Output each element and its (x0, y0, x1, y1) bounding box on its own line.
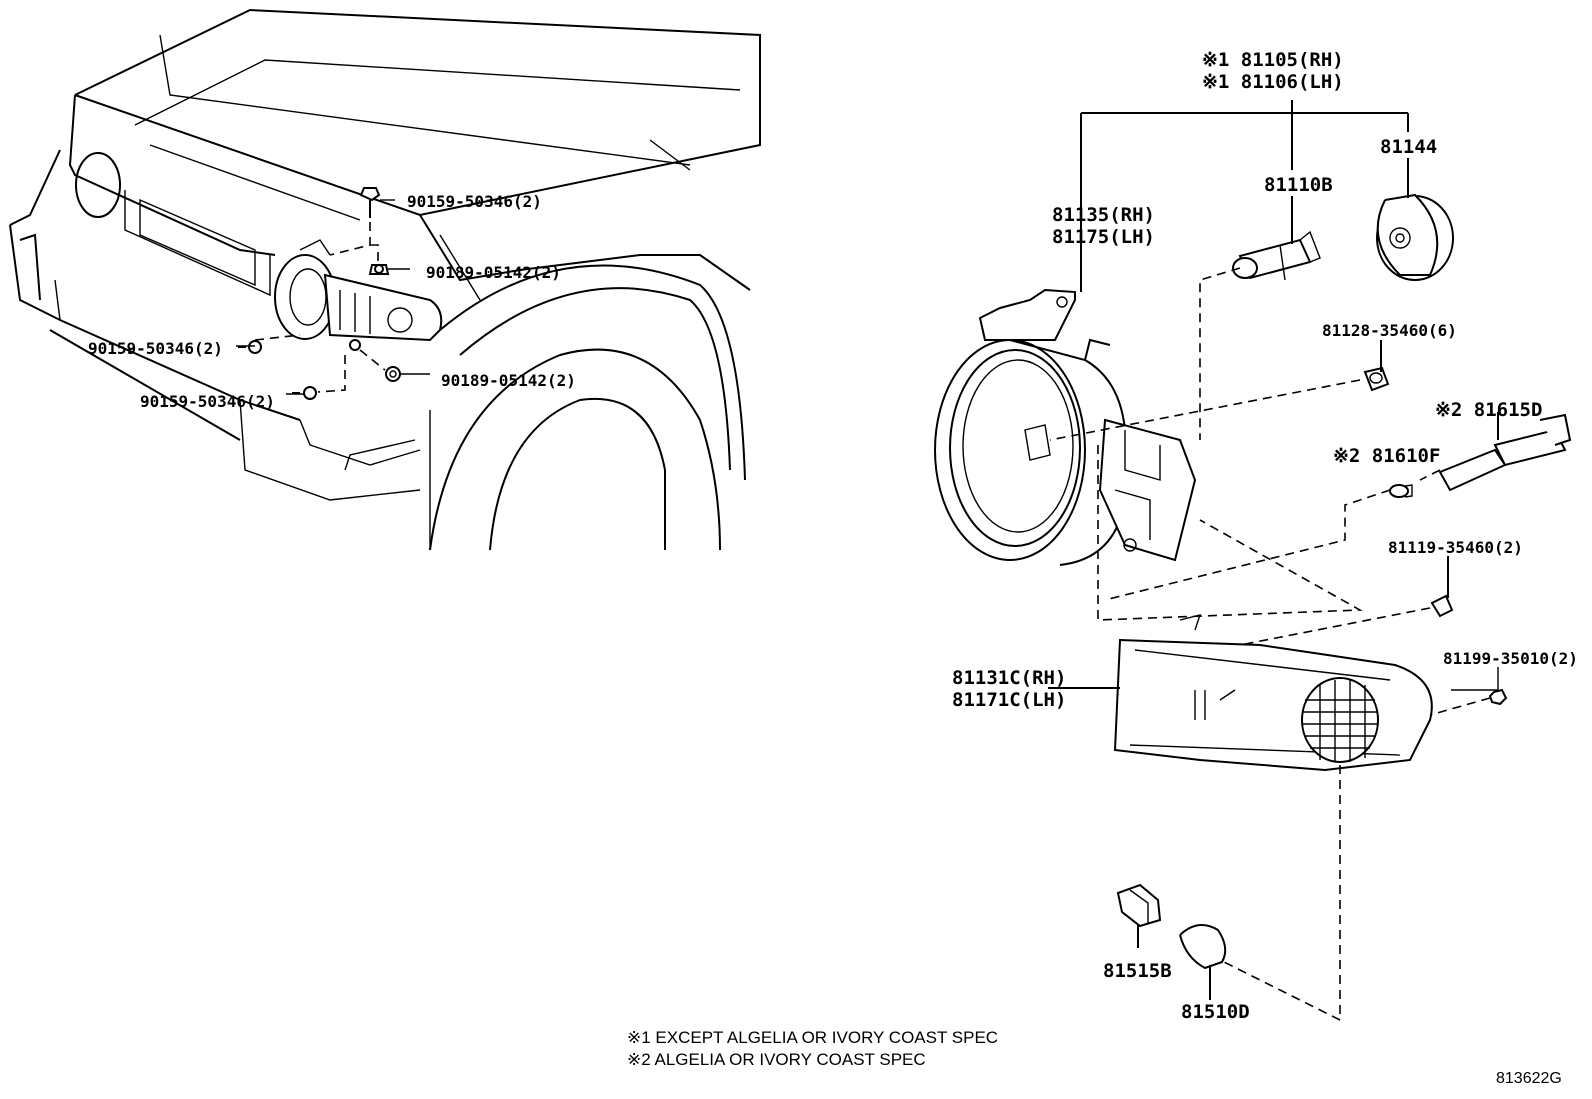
signal-lamp-81131c-icon (1113, 614, 1433, 772)
label-81105: ※1 81105(RH) (1202, 49, 1344, 71)
clip-icon (368, 264, 390, 275)
screw-icon (238, 340, 262, 354)
socket-81515b-icon (1116, 883, 1162, 928)
label-90189-05142-mid: 90189-05142(2) (441, 371, 576, 390)
screw-icon (349, 339, 361, 351)
footnote-1: ※1 EXCEPT ALGELIA OR IVORY COAST SPEC (627, 1028, 998, 1047)
label-81128-35460: 81128-35460(6) (1322, 321, 1457, 340)
socket-81615d-icon (1438, 413, 1572, 492)
screw-81119-icon (1430, 594, 1454, 618)
label-81610f: ※2 81610F (1333, 445, 1440, 467)
label-81510d: 81510D (1181, 1001, 1250, 1023)
clip-icon (385, 366, 401, 382)
clip-81128-icon (1363, 366, 1390, 392)
footnotes: ※1 EXCEPT ALGELIA OR IVORY COAST SPEC ※2… (627, 1028, 1562, 1087)
screw-icon (359, 187, 381, 218)
label-90189-05142-top: 90189-05142(2) (426, 263, 561, 282)
label-81175: 81175(LH) (1052, 226, 1155, 248)
headlamp-assembly-illustration (934, 193, 1572, 970)
label-81110b: 81110B (1264, 174, 1333, 196)
diagram-code: 813622G (1496, 1070, 1562, 1087)
screw-icon (292, 386, 317, 400)
label-90159-50346-top: 90159-50346(2) (407, 192, 542, 211)
nut-81199-icon (1488, 688, 1508, 706)
label-81131c: 81131C(RH) (952, 667, 1066, 689)
label-81106: ※1 81106(LH) (1202, 71, 1344, 93)
label-90159-50346-bot: 90159-50346(2) (140, 392, 275, 411)
part-labels: 90159-50346(2) 90189-05142(2) 90159-5034… (88, 49, 1578, 1023)
label-81171c: 81171C(LH) (952, 689, 1066, 711)
footnote-2: ※2 ALGELIA OR IVORY COAST SPEC (627, 1050, 926, 1069)
bulb-81610f-icon (1389, 484, 1413, 498)
vehicle-front-illustration (9, 8, 761, 551)
label-81615d: ※2 81615D (1435, 399, 1542, 421)
label-81199-35010: 81199-35010(2) (1443, 649, 1578, 668)
label-81135: 81135(RH) (1052, 204, 1155, 226)
bulb-81510d-icon (1179, 924, 1227, 970)
bulb-81110b-icon (1232, 230, 1321, 281)
leader-lines-left (236, 199, 430, 395)
label-90159-50346-mid: 90159-50346(2) (88, 339, 223, 358)
cap-81144-icon (1376, 193, 1454, 281)
label-81119-35460: 81119-35460(2) (1388, 538, 1523, 557)
label-81515b: 81515B (1103, 960, 1172, 982)
leader-lines-right (1048, 100, 1499, 1022)
label-81144: 81144 (1380, 136, 1437, 158)
fastener-icons (238, 187, 401, 400)
